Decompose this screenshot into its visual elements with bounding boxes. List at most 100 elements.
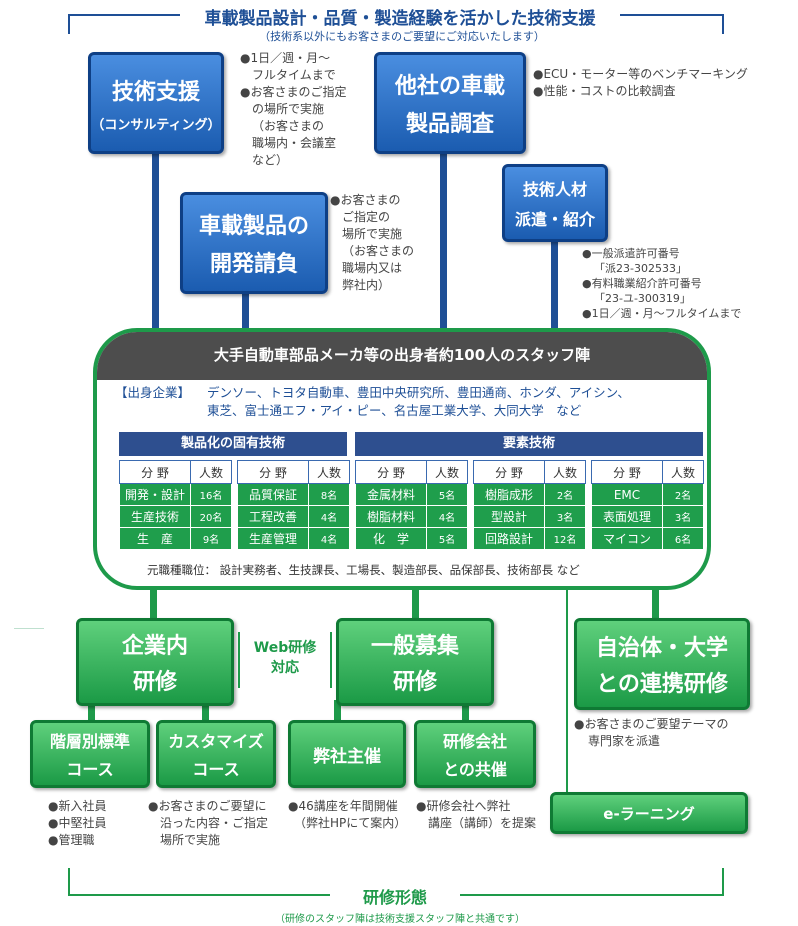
origin-label: 【出身企業】 — [115, 385, 191, 400]
note-line: 弊社内） — [342, 278, 391, 292]
count-cell: 5名 — [426, 483, 468, 506]
connector-municipal — [652, 590, 659, 620]
note-line: （お客さまの — [342, 244, 415, 258]
joint-notes: ●研修会社へ弊社 講座（講師）を提案 — [416, 798, 546, 832]
note-line: 「派23-302533」 — [594, 262, 687, 275]
field-cell: EMC — [591, 483, 663, 506]
connector-level — [88, 700, 95, 722]
training-inhouse: 企業内 研修 — [76, 618, 234, 706]
col-field: 分 野 — [591, 460, 663, 484]
count-cell: 2名 — [662, 483, 704, 506]
course-level: 階層別標準 コース — [30, 720, 150, 788]
connector-staffing — [551, 236, 558, 330]
note-line: ●管理職 — [48, 833, 95, 847]
level-notes: ●新入社員 ●中堅社員 ●管理職 — [48, 798, 148, 849]
col-count: 人数 — [544, 460, 586, 484]
origin-companies: 【出身企業】 デンソー、トヨタ自動車、豊田中央研究所、豊田通商、ホンダ、アイシン、… — [115, 384, 685, 420]
note-line: ●1日／週・月〜フルタイムまで — [582, 307, 742, 320]
note-line: ●お客さまのご指定 — [240, 85, 347, 99]
service-staffing-sub: 派遣・紹介 — [514, 210, 595, 229]
count-cell: 3名 — [544, 505, 586, 528]
count-cell: 12名 — [544, 527, 586, 550]
connector-custom — [202, 700, 209, 722]
note-line: フルタイムまで — [252, 68, 336, 82]
service-survey: 他社の車載 製品調査 — [374, 52, 526, 154]
count-cell: 4名 — [308, 527, 350, 550]
field-cell: 樹脂材料 — [355, 505, 427, 528]
field-cell: 工程改善 — [237, 505, 309, 528]
elearning-box: e-ラーニング — [550, 792, 748, 834]
field-cell: 品質保証 — [237, 483, 309, 506]
note-line: ●46講座を年間開催 — [288, 799, 398, 813]
training-inhouse-title: 企業内 — [121, 634, 188, 659]
note-line: ●ECU・モーター等のベンチマーキング — [533, 67, 748, 81]
note-line: 場所で実施 — [342, 227, 403, 241]
web-line1: Web研修 — [253, 640, 317, 656]
connector-elearning — [566, 590, 568, 800]
field-cell: 生産管理 — [237, 527, 309, 550]
note-line: （弊社HPにて案内） — [294, 816, 407, 830]
connector-inhouse — [150, 590, 157, 620]
staff-panel: 大手自動車部品メーカ等の出身者約100人のスタッフ陣 【出身企業】デンソー、トヨ… — [93, 328, 711, 590]
section-element-tech: 要素技術 — [355, 432, 703, 456]
note-line: の場所で実施 — [252, 102, 325, 116]
connector-development — [242, 290, 249, 330]
note-line: 沿った内容・ご指定 — [160, 816, 269, 830]
survey-notes: ●ECU・モーター等のベンチマーキング ●性能・コストの比較調査 — [533, 66, 793, 100]
count-cell: 20名 — [190, 505, 232, 528]
service-development-sub: 開発請負 — [209, 252, 298, 277]
note-line: ●お客さまのご要望テーマの — [574, 717, 729, 731]
page-subtitle: （技術系以外にもお客さまのご要望にご対応いたします） — [259, 30, 545, 43]
col-count: 人数 — [662, 460, 704, 484]
course-own-title: 弊社主催 — [313, 746, 381, 767]
connector-own — [334, 700, 341, 722]
note-line: ●お客さまのご要望に — [148, 799, 267, 813]
course-custom-sub: コース — [192, 760, 240, 779]
col-field: 分 野 — [355, 460, 427, 484]
former-positions: 元職種職位： 設計実務者、生技課長、工場長、製造部長、品保部長、技術部長 など — [147, 563, 580, 577]
training-forms-subtitle: （研修のスタッフ陣は技術支援スタッフ陣と共通です） — [275, 914, 525, 925]
course-joint: 研修会社 との共催 — [414, 720, 536, 788]
development-notes: ●お客さまの ご指定の 場所で実施 （お客さまの 職場内又は 弊社内） — [330, 192, 440, 294]
web-training-badge: Web研修 対応 — [238, 632, 332, 688]
training-municipal: 自治体・大学 との連携研修 — [574, 618, 750, 710]
training-public-sub: 研修 — [392, 670, 437, 695]
field-cell: 生 産 — [119, 527, 191, 550]
note-line: 専門家を派遣 — [588, 734, 661, 748]
field-cell: 生産技術 — [119, 505, 191, 528]
training-forms-title: 研修形態 — [330, 884, 460, 908]
note-line: 場所で実施 — [160, 833, 221, 847]
staffing-notes: ●一般派遣許可番号 「派23-302533」 ●有料職業紹介許可番号 「23-ユ… — [582, 246, 792, 321]
note-line: 職場内又は — [342, 261, 403, 275]
service-staffing-title: 技術人材 — [522, 180, 587, 199]
origin-line1: デンソー、トヨタ自動車、豊田中央研究所、豊田通商、ホンダ、アイシン、 — [207, 385, 630, 400]
count-cell: 6名 — [662, 527, 704, 550]
count-cell: 9名 — [190, 527, 232, 550]
origin-line2: 東芝、富士通エフ・アイ・ピー、名古屋工業大学、大同大学 など — [207, 403, 582, 418]
training-municipal-sub: との連携研修 — [596, 672, 728, 697]
count-cell: 16名 — [190, 483, 232, 506]
note-line: ●研修会社へ弊社 — [416, 799, 511, 813]
service-consulting-sub: （コンサルティング） — [91, 117, 221, 133]
course-level-title: 階層別標準 — [49, 732, 130, 751]
col-count: 人数 — [426, 460, 468, 484]
count-cell: 4名 — [426, 505, 468, 528]
own-notes: ●46講座を年間開催 （弊社HPにて案内） — [288, 798, 418, 832]
service-consulting-title: 技術支援 — [111, 79, 200, 105]
municipal-notes: ●お客さまのご要望テーマの 専門家を派遣 — [574, 716, 784, 750]
section-product-tech: 製品化の固有技術 — [119, 432, 347, 456]
note-line: ご指定の — [342, 210, 391, 224]
connector-consulting — [152, 150, 159, 330]
note-line: ●1日／週・月〜 — [240, 51, 331, 65]
count-cell: 3名 — [662, 505, 704, 528]
col-field: 分 野 — [473, 460, 545, 484]
course-custom: カスタマイズ コース — [156, 720, 276, 788]
service-development: 車載製品の 開発請負 — [180, 192, 328, 294]
field-cell: 開発・設計 — [119, 483, 191, 506]
note-line: など） — [252, 153, 289, 167]
course-custom-title: カスタマイズ — [168, 732, 264, 751]
